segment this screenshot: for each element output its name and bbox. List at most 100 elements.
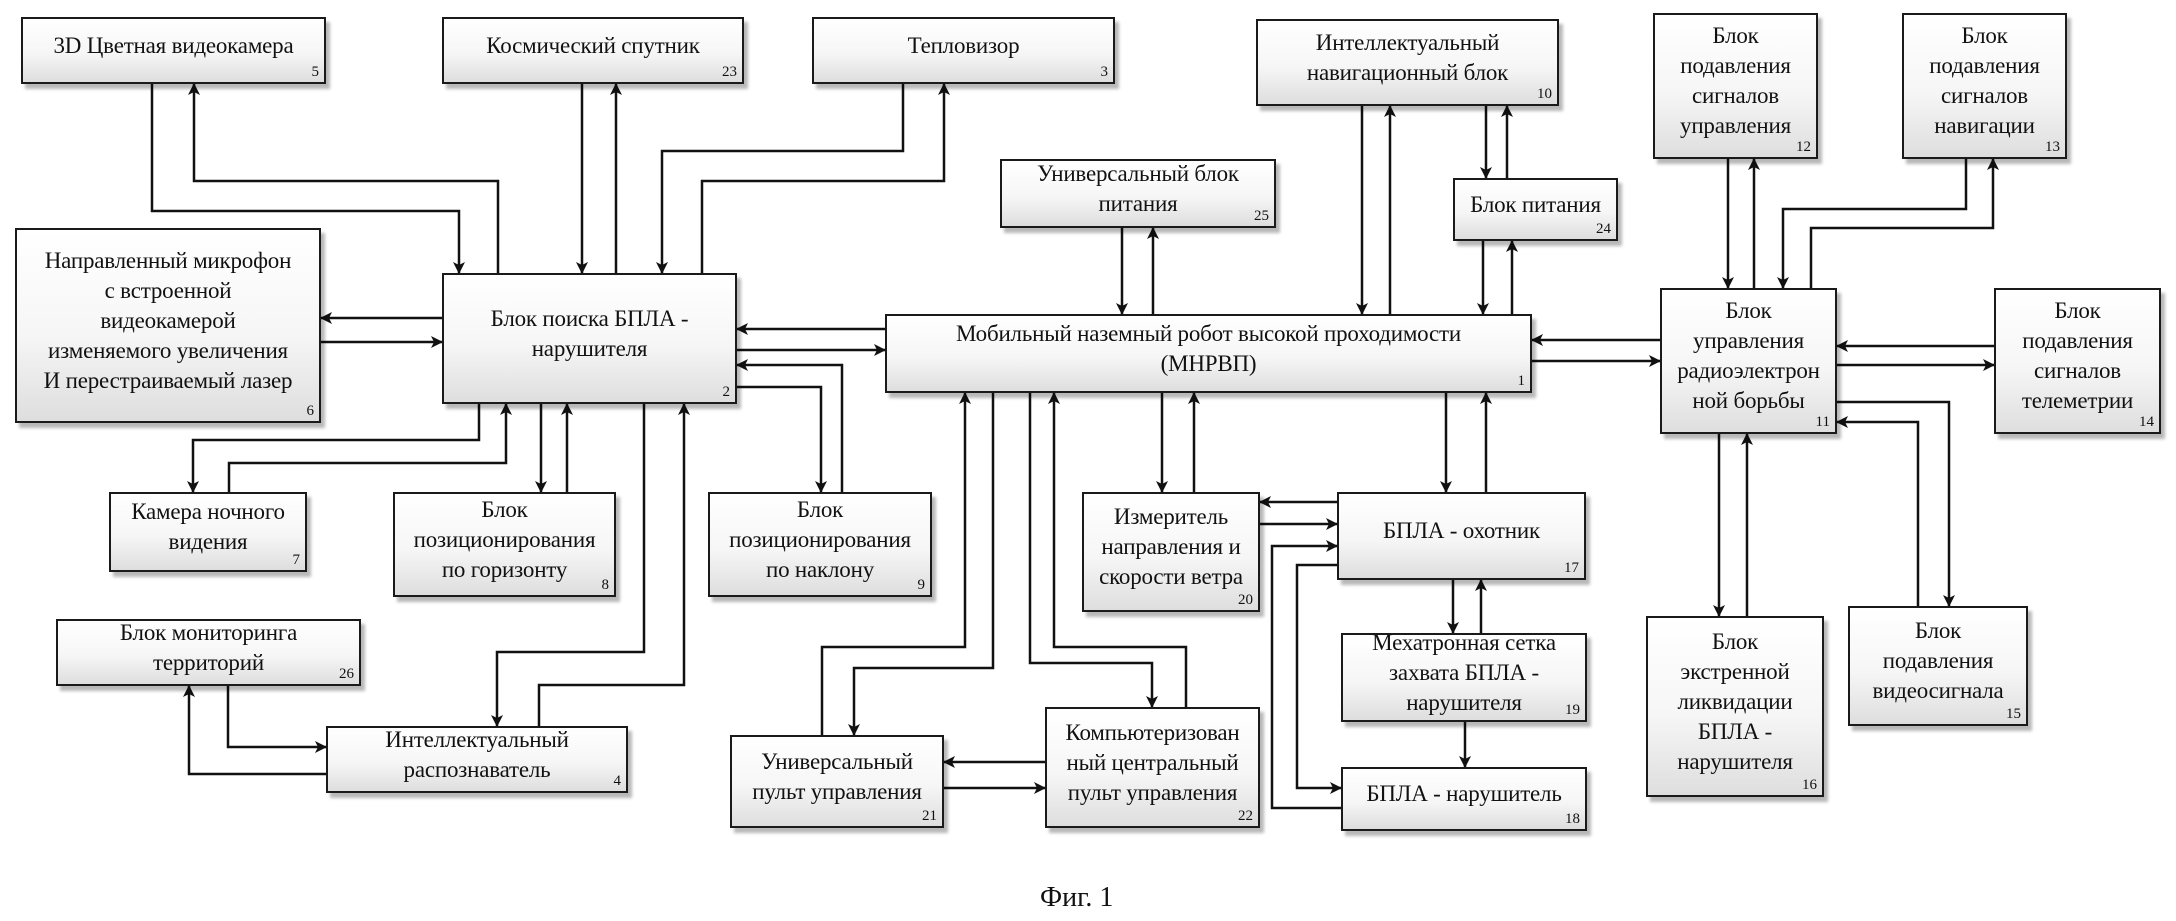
arrow-9-to-2: [736, 359, 844, 492]
block-label: БПЛА - охотник: [1383, 518, 1540, 543]
block-number: 6: [306, 403, 315, 419]
block-number: 7: [292, 552, 301, 568]
block-9: Блок позиционирования по наклону 9: [708, 492, 932, 597]
block-label: Тепловизор: [907, 32, 1020, 58]
arrow-11-to-15: [1837, 400, 1955, 607]
block-number: 15: [2006, 706, 2021, 722]
block-22: Компьютеризован ный центральный пульт уп…: [1045, 707, 1260, 828]
arrow-5-to-2: [150, 84, 465, 274]
block-number: 5: [311, 64, 320, 80]
block-label: Блок подавления сигналов телеметрии: [2021, 298, 2134, 413]
block-label: Блок позиционирования по горизонту: [413, 496, 596, 582]
block-14: Блок подавления сигналов телеметрии 14: [1994, 288, 2161, 434]
block-label: Блок мониторинга территорий: [119, 619, 298, 675]
figure-caption: Фиг. 1: [1040, 882, 1114, 913]
arrow-7-to-2: [227, 403, 512, 492]
block-10: Интеллектуальный навигационный блок 10: [1256, 19, 1559, 106]
block-label: Космический спутник: [486, 32, 700, 58]
block-26: Блок мониторинга территорий 26: [56, 619, 361, 686]
block-label: Мехатронная сетка захвата БПЛА - нарушит…: [1372, 629, 1556, 715]
arrow-11-to-13: [1809, 158, 1999, 288]
block-number: 23: [722, 64, 737, 80]
block-label: Компьютеризован ный центральный пульт уп…: [1065, 719, 1240, 805]
block-label: Направленный микрофон с встроенной видео…: [43, 247, 293, 393]
block-label: Блок позиционирования по наклону: [729, 496, 911, 582]
block-16: Блок экстренной ликвидации БПЛА - наруши…: [1646, 616, 1824, 797]
block-number: 18: [1565, 811, 1580, 827]
block-number: 4: [613, 773, 622, 789]
block-number: 11: [1815, 414, 1830, 430]
block-label: Мобильный наземный робот высокой проходи…: [955, 320, 1462, 376]
arrow-2-to-3: [700, 83, 950, 273]
arrow-1-to-22: [1028, 393, 1158, 708]
block-1: Мобильный наземный робот высокой проходи…: [885, 314, 1532, 393]
block-label: Интеллектуальный распознаватель: [385, 726, 569, 782]
block-8: Блок позиционирования по горизонту 8: [393, 492, 616, 597]
block-11: Блок управления радиоэлектрон ной борьбы…: [1660, 288, 1837, 434]
block-4: Интеллектуальный распознаватель 4: [326, 726, 628, 793]
arrow-1-to-21: [848, 393, 995, 736]
block-number: 3: [1100, 64, 1109, 80]
block-7: Камера ночного видения 7: [109, 492, 307, 572]
block-6: Направленный микрофон с встроенной видео…: [15, 228, 321, 423]
block-number: 12: [1796, 139, 1811, 155]
arrow-2-to-4: [491, 404, 646, 727]
arrow-18-to-17: [1270, 540, 1341, 810]
block-number: 2: [722, 384, 731, 400]
arrow-4-to-26: [183, 685, 326, 776]
arrow-13-to-11: [1777, 159, 1968, 289]
arrow-2-to-9: [737, 385, 827, 493]
block-label: Универсальный блок питания: [1037, 160, 1239, 216]
block-23: Космический спутник 23: [442, 17, 744, 84]
arrow-22-to-1: [1048, 392, 1188, 707]
block-number: 1: [1517, 373, 1526, 389]
block-number: 24: [1596, 221, 1611, 237]
arrow-3-to-2: [656, 84, 905, 274]
arrow-4-to-2: [537, 403, 690, 726]
block-25: Универсальный блок питания 25: [1000, 159, 1276, 228]
block-3: Тепловизор 3: [812, 17, 1115, 84]
block-2: Блок поиска БПЛА - нарушителя 2: [442, 273, 737, 404]
block-number: 14: [2139, 414, 2154, 430]
block-number: 13: [2045, 139, 2060, 155]
block-19: Мехатронная сетка захвата БПЛА - нарушит…: [1341, 630, 1587, 722]
block-number: 17: [1564, 560, 1579, 576]
block-label: Блок управления радиоэлектрон ной борьбы: [1677, 298, 1820, 413]
arrow-2-to-7: [187, 404, 481, 493]
block-label: Блок подавления сигналов навигации: [1929, 23, 2040, 138]
arrow-26-to-4: [226, 686, 327, 753]
block-number: 25: [1254, 208, 1269, 224]
block-label: Блок подавления сигналов управления: [1680, 23, 1791, 138]
block-label: Интеллектуальный навигационный блок: [1306, 29, 1509, 85]
arrow-15-to-11: [1836, 416, 1920, 606]
block-label: Блок подавления видеосигнала: [1872, 618, 2004, 703]
block-17: БПЛА - охотник 17: [1337, 492, 1586, 580]
block-label: Камера ночного видения: [131, 499, 285, 554]
block-number: 21: [922, 808, 937, 824]
block-24: Блок питания 24: [1453, 178, 1618, 241]
block-number: 16: [1802, 777, 1817, 793]
arrow-2-to-5: [188, 83, 500, 273]
block-label: Блок поиска БПЛА - нарушителя: [490, 305, 689, 361]
block-label: Измеритель направления и скорости ветра: [1099, 504, 1243, 589]
block-20: Измеритель направления и скорости ветра 2…: [1082, 492, 1260, 612]
block-13: Блок подавления сигналов навигации 13: [1902, 13, 2067, 159]
block-number: 10: [1537, 86, 1552, 102]
block-number: 19: [1565, 702, 1580, 718]
block-number: 22: [1238, 808, 1253, 824]
block-label: Универсальный пульт управления: [752, 748, 922, 804]
block-number: 8: [601, 577, 610, 593]
arrow-21-to-1: [820, 392, 971, 735]
block-number: 26: [339, 666, 354, 682]
block-label: БПЛА - нарушитель: [1366, 781, 1562, 806]
block-number: 9: [917, 577, 926, 593]
block-label: Блок экстренной ликвидации БПЛА - наруши…: [1677, 628, 1793, 774]
block-label: Блок питания: [1470, 191, 1601, 217]
block-number: 20: [1238, 592, 1253, 608]
